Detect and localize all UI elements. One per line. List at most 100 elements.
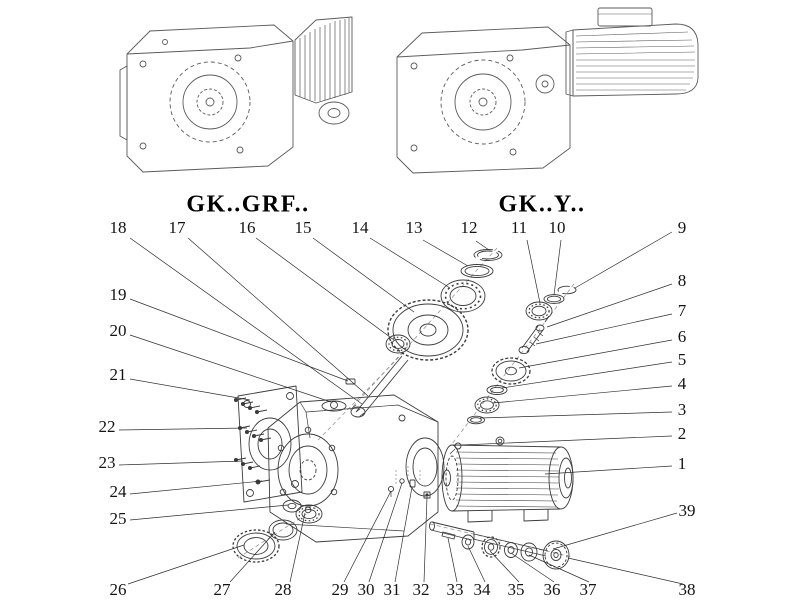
- part-housing: [267, 378, 445, 543]
- part-motor: [441, 436, 574, 523]
- callout-13: 13: [405, 218, 423, 237]
- motor-illustration: [565, 7, 699, 97]
- shaft-key: [345, 378, 356, 385]
- callout-16: 16: [238, 218, 256, 237]
- callout-30: 30: [357, 580, 375, 599]
- leader-line-2: [460, 435, 673, 446]
- leader-line-30: [368, 482, 403, 583]
- leader-line-6: [518, 339, 673, 369]
- callout-5: 5: [677, 350, 687, 369]
- leader-line-10: [553, 239, 562, 296]
- ball-bearing: [440, 279, 486, 313]
- seal-and-bearing-group: [232, 504, 323, 563]
- callout-18: 18: [109, 218, 127, 237]
- ball-bearing: [525, 301, 553, 321]
- leader-line-23: [118, 460, 244, 466]
- leader-line-29: [343, 490, 392, 583]
- output-shaft-assembly: [429, 521, 570, 570]
- pinion-shaft-assembly: [449, 285, 577, 455]
- leader-line-36: [510, 552, 555, 583]
- leader-line-1: [544, 465, 673, 475]
- leader-line-37: [528, 554, 590, 583]
- part-mounting-flange: [233, 385, 303, 513]
- callout-14: 14: [351, 218, 369, 237]
- callout-1: 1: [677, 454, 687, 473]
- callout-12: 12: [460, 218, 478, 237]
- callout-37: 37: [579, 580, 597, 599]
- callout-19: 19: [109, 285, 127, 304]
- leader-line-27: [229, 531, 276, 583]
- leader-line-32: [423, 496, 428, 583]
- input-shaft-assembly: [350, 249, 503, 418]
- leader-lines: [118, 231, 684, 585]
- callout-23: 23: [98, 453, 116, 472]
- leader-line-34: [467, 545, 486, 583]
- callout-33: 33: [446, 580, 464, 599]
- leader-line-15: [312, 237, 415, 313]
- callout-15: 15: [294, 218, 312, 237]
- callout-20: 20: [109, 321, 127, 340]
- leader-line-9: [574, 231, 673, 289]
- callout-27: 27: [213, 580, 231, 599]
- callout-31: 31: [383, 580, 401, 599]
- callout-25: 25: [109, 509, 127, 528]
- callout-35: 35: [507, 580, 525, 599]
- leader-line-3: [479, 411, 673, 419]
- leader-line-22: [118, 427, 248, 431]
- leader-line-8: [546, 283, 673, 328]
- gearbox-grf-illustration: [119, 16, 353, 173]
- callout-22: 22: [98, 417, 116, 436]
- output-gear: [542, 540, 570, 570]
- helical-gear: [387, 299, 469, 361]
- eye-bolt: [495, 436, 505, 446]
- callout-6: 6: [677, 327, 687, 346]
- leader-line-39: [552, 512, 678, 550]
- leader-line-7: [535, 313, 673, 345]
- gearbox-y-illustration: [396, 7, 699, 174]
- callout-7: 7: [677, 301, 687, 320]
- callout-21: 21: [109, 365, 127, 384]
- leader-line-17: [187, 237, 369, 397]
- callout-11: 11: [510, 218, 528, 237]
- callout-24: 24: [109, 482, 127, 501]
- callout-3: 3: [677, 400, 687, 419]
- breather-plug: [330, 401, 338, 409]
- leader-line-26: [127, 544, 245, 585]
- leader-line-4: [492, 385, 673, 404]
- leader-line-24: [129, 480, 263, 495]
- leader-line-31: [394, 486, 413, 583]
- callout-34: 34: [473, 580, 491, 599]
- ring-gear: [232, 529, 280, 563]
- callout-8: 8: [677, 271, 687, 290]
- callout-32: 32: [412, 580, 430, 599]
- leader-line-14: [369, 237, 451, 289]
- leader-line-25: [129, 504, 289, 521]
- leader-line-38: [567, 557, 684, 585]
- callout-17: 17: [168, 218, 186, 237]
- callout-29: 29: [331, 580, 349, 599]
- mounting-fasteners: [387, 478, 431, 499]
- callout-39: 39: [678, 501, 696, 520]
- ball-bearing: [474, 396, 500, 414]
- leader-line-11: [526, 239, 541, 304]
- ball-bearing: [295, 504, 323, 524]
- callout-36: 36: [543, 580, 561, 599]
- leader-line-28: [289, 512, 306, 583]
- leader-line-19: [129, 298, 349, 382]
- leader-line-18: [129, 237, 363, 405]
- ribbed-input-adapter: [294, 16, 353, 125]
- leader-line-16: [255, 237, 395, 341]
- callout-9: 9: [677, 218, 687, 237]
- model-label-gk-y: GK..Y..: [498, 191, 586, 218]
- snap-ring: [557, 285, 577, 295]
- callout-2: 2: [677, 424, 687, 443]
- leader-line-13: [422, 239, 469, 267]
- flange-screws: [233, 397, 272, 485]
- washer: [282, 499, 302, 513]
- callout-26: 26: [109, 580, 127, 599]
- callout-4: 4: [677, 374, 687, 393]
- leader-line-21: [129, 378, 251, 401]
- leader-line-35: [489, 550, 520, 583]
